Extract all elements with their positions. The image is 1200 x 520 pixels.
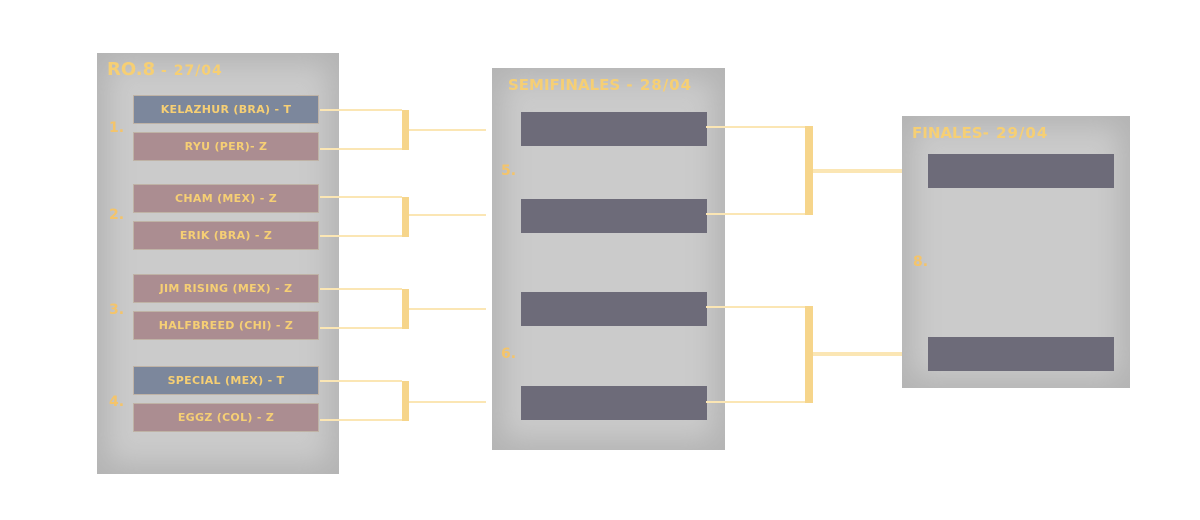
semifinal-slot-4[interactable] [521, 386, 707, 420]
match-number-6: 6. [501, 346, 517, 362]
match-number-5: 5. [501, 163, 517, 179]
match-number-3: 3. [109, 302, 125, 318]
semifinal-slot-3[interactable] [521, 292, 707, 326]
finals-date: - 29/04 [982, 124, 1049, 142]
finals-title: FINALES- 29/04 [912, 124, 1048, 142]
match-number-8: 8. [913, 254, 929, 270]
semifinals-panel: SEMIFINALES - 28/04 5. 6. [492, 68, 725, 450]
semifinals-date: - 28/04 [620, 76, 693, 94]
player-slot-special[interactable]: SPECIAL (MEX) - T [133, 366, 319, 395]
player-slot-erik[interactable]: ERIK (BRA) - Z [133, 221, 319, 250]
semifinal-slot-1[interactable] [521, 112, 707, 146]
round-of-8-date: - 27/04 [155, 63, 223, 79]
finals-panel: FINALES- 29/04 8. [902, 116, 1130, 388]
player-slot-ryu[interactable]: RYU (PER)- Z [133, 132, 319, 161]
final-slot-1[interactable] [928, 154, 1114, 188]
match-number-2: 2. [109, 207, 125, 223]
player-slot-kelazhur[interactable]: KELAZHUR (BRA) - T [133, 95, 319, 124]
finals-title-label: FINALES [912, 124, 983, 142]
final-slot-2[interactable] [928, 337, 1114, 371]
player-slot-halfbreed[interactable]: HALFBREED (CHI) - Z [133, 311, 319, 340]
player-slot-eggz[interactable]: EGGZ (COL) - Z [133, 403, 319, 432]
semifinals-title-label: SEMIFINALES [508, 76, 621, 94]
round-of-8-panel: RO.8 - 27/04 1. KELAZHUR (BRA) - T RYU (… [97, 53, 339, 474]
player-slot-jim-rising[interactable]: JIM RISING (MEX) - Z [133, 274, 319, 303]
match-number-1: 1. [109, 120, 125, 136]
round-of-8-title-label: RO.8 [107, 59, 156, 80]
round-of-8-title: RO.8 - 27/04 [107, 59, 223, 80]
player-slot-cham[interactable]: CHAM (MEX) - Z [133, 184, 319, 213]
semifinal-slot-2[interactable] [521, 199, 707, 233]
match-number-4: 4. [109, 394, 125, 410]
semifinals-title: SEMIFINALES - 28/04 [508, 76, 692, 94]
